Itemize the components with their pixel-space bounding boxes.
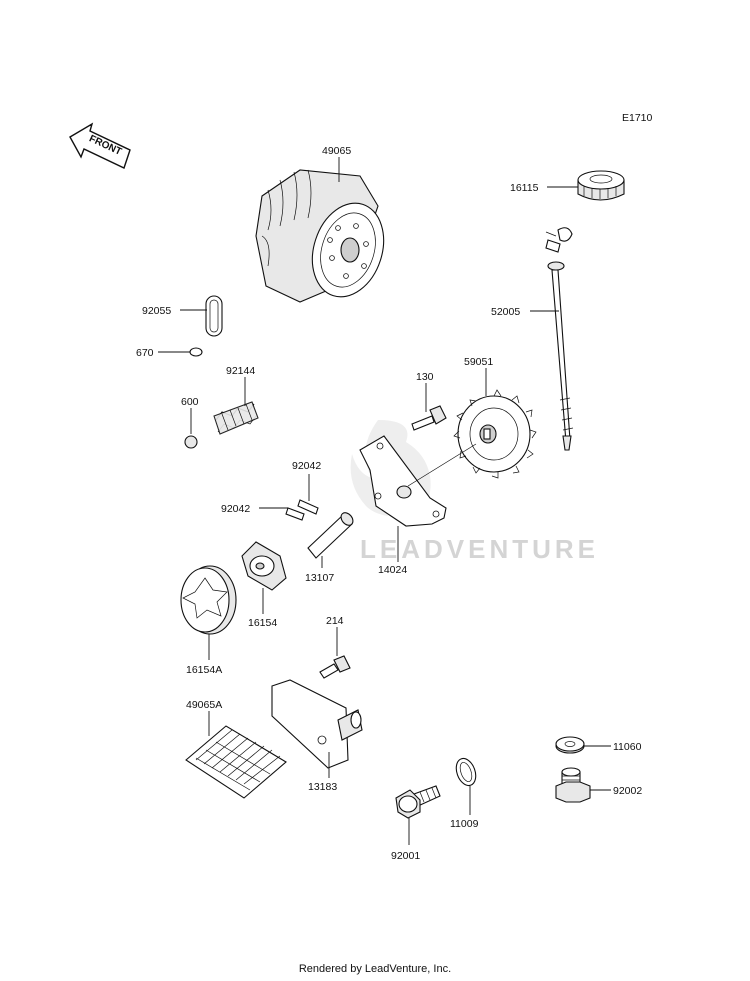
label-92001: 92001 (391, 850, 420, 862)
label-92144: 92144 (226, 365, 255, 377)
o-ring-92055 (205, 295, 223, 337)
outer-rotor-16154A (180, 565, 237, 635)
oil-filter-49065 (255, 169, 385, 303)
plate-14024 (359, 435, 477, 527)
bolt-130 (411, 405, 447, 431)
front-arrow-icon: FRONT (69, 122, 131, 169)
label-13183: 13183 (308, 781, 337, 793)
label-92042-lower: 92042 (221, 503, 250, 515)
svg-text:LEADVENTURE: LEADVENTURE (360, 534, 599, 564)
gear-59051 (453, 389, 537, 479)
ball-600 (184, 435, 198, 449)
label-59051: 59051 (464, 356, 493, 368)
label-214: 214 (326, 615, 344, 627)
shaft-13107 (307, 512, 354, 559)
spring-92144 (213, 401, 259, 435)
label-130: 130 (416, 371, 434, 383)
inner-rotor-16154 (241, 541, 287, 591)
bolt-214 (319, 655, 351, 679)
o-ring-670 (189, 347, 203, 357)
plate-13183 (271, 679, 363, 769)
label-16154: 16154 (248, 617, 277, 629)
oil-cap-16115 (577, 170, 625, 201)
diagram-code: E1710 (622, 112, 653, 124)
washer-11060 (555, 736, 585, 754)
label-11060: 11060 (613, 741, 642, 753)
gasket-11009 (455, 757, 477, 787)
label-92055: 92055 (142, 305, 171, 317)
dipstick-52005 (545, 227, 574, 451)
label-49065: 49065 (322, 145, 351, 157)
strainer-49065A (185, 725, 287, 799)
label-13107: 13107 (305, 572, 334, 584)
plug-92002 (555, 767, 591, 803)
label-92042-upper: 92042 (292, 460, 321, 472)
label-92002: 92002 (613, 785, 642, 797)
label-16115: 16115 (510, 182, 539, 194)
footer-credit: Rendered by LeadVenture, Inc. (298, 963, 452, 975)
label-49065A: 49065A (186, 699, 222, 711)
pin-92042-upper (297, 499, 319, 515)
label-14024: 14024 (378, 564, 407, 576)
label-600: 600 (181, 396, 199, 408)
label-16154A: 16154A (186, 664, 222, 676)
label-670: 670 (136, 347, 154, 359)
bolt-92001 (395, 785, 441, 819)
label-11009: 11009 (450, 818, 479, 830)
pin-92042-lower (285, 507, 305, 521)
label-52005: 52005 (491, 306, 520, 318)
